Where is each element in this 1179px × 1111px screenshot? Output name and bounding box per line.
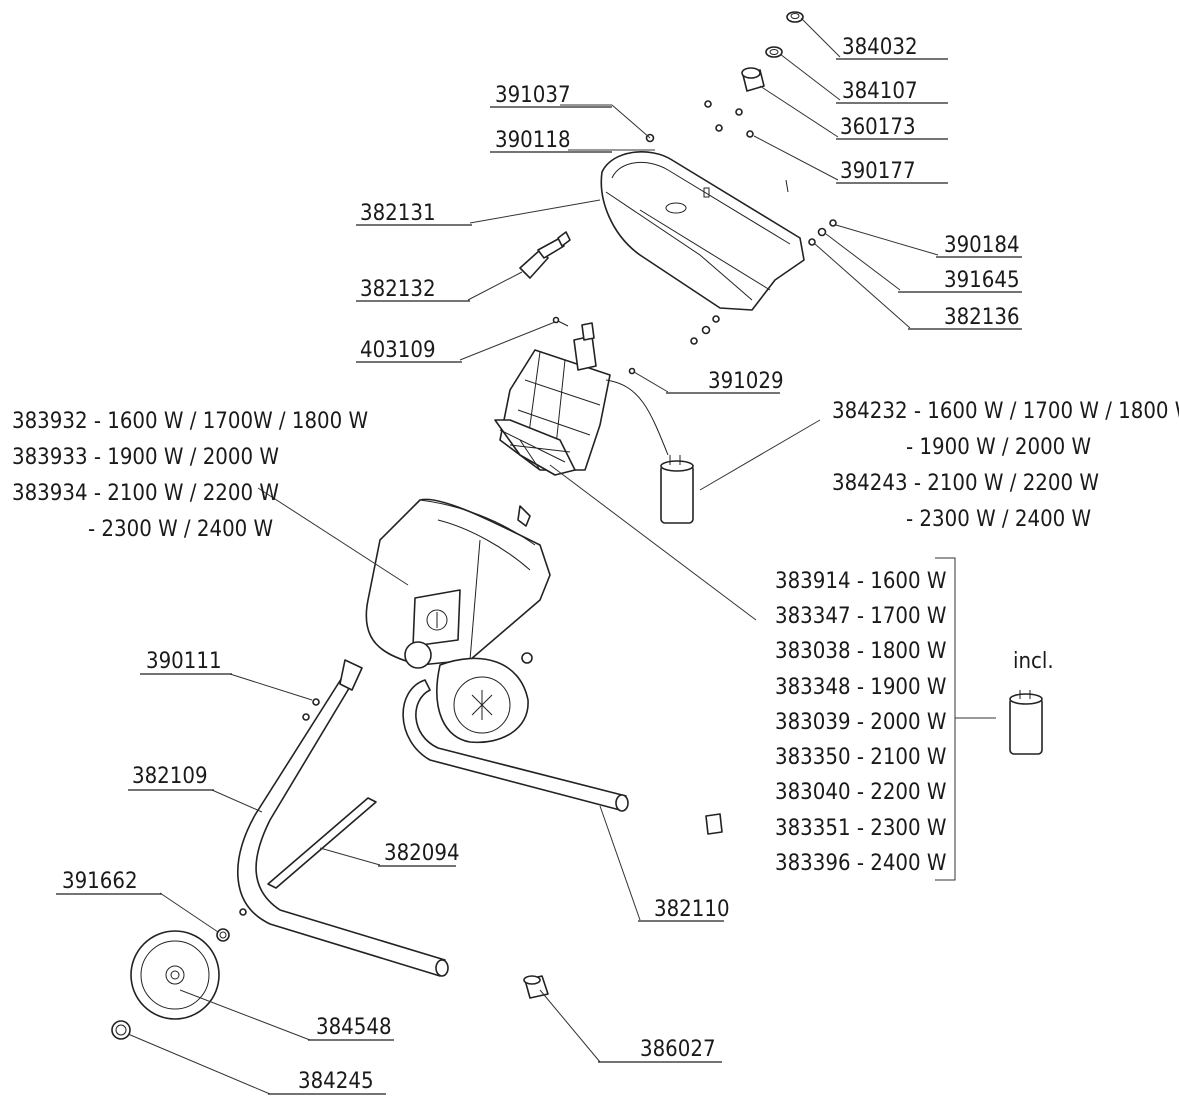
label-386027: 386027 — [598, 1037, 722, 1063]
capacitor-variant: 384232 - 1600 W / 1700 W / 1800 W — [832, 399, 1179, 424]
label-text: 391037 — [495, 83, 571, 108]
label-391645: 391645 — [898, 268, 1022, 293]
label-390184: 390184 — [936, 233, 1022, 258]
part-frame-tube-382110 — [402, 679, 629, 812]
label-text: 382136 — [944, 305, 1020, 330]
hopper-variant: 383932 - 1600 W / 1700W / 1800 W — [12, 409, 368, 434]
label-360173: 360173 — [836, 115, 948, 140]
label-text: 382132 — [360, 277, 436, 302]
label-391037: 391037 — [490, 83, 612, 108]
motor-variant: 383040 - 2200 W — [775, 780, 946, 805]
capacitor-variant-list: 384232 - 1600 W / 1700 W / 1800 W - 1900… — [832, 399, 1179, 532]
part-screws-390184-391645-382136 — [690, 219, 837, 345]
incl-label: incl. — [1013, 649, 1054, 674]
label-382136: 382136 — [908, 305, 1022, 330]
label-text: 390111 — [146, 649, 222, 674]
label-text: 386027 — [640, 1037, 716, 1062]
label-382094: 382094 — [378, 841, 460, 867]
part-washer-391662 — [216, 928, 230, 942]
label-text: 360173 — [840, 115, 916, 140]
label-text: 390118 — [495, 128, 571, 153]
motor-variant: 383351 - 2300 W — [775, 816, 946, 841]
label-text: 391645 — [944, 268, 1020, 293]
part-hopper-housing — [365, 498, 551, 669]
label-text: 391029 — [708, 369, 784, 394]
part-capacitor-included — [1009, 690, 1043, 755]
motor-variant: 383347 - 1700 W — [775, 604, 946, 629]
motor-variant: 383350 - 2100 W — [775, 745, 946, 770]
label-382132: 382132 — [356, 277, 470, 302]
label-text: 384032 — [842, 35, 918, 60]
hopper-variant-list: 383932 - 1600 W / 1700W / 1800 W 383933 … — [12, 409, 368, 542]
label-text: 391662 — [62, 869, 138, 894]
label-text: 390184 — [944, 233, 1020, 258]
capacitor-variant: - 2300 W / 2400 W — [906, 507, 1091, 532]
part-shaft-382132 — [519, 231, 571, 279]
hopper-variant: - 2300 W / 2400 W — [88, 517, 273, 542]
capacitor-variant: - 1900 W / 2000 W — [906, 435, 1091, 460]
part-screws-motor — [517, 505, 531, 527]
label-text: 382110 — [654, 897, 730, 922]
motor-variant-list: 383914 - 1600 W 383347 - 1700 W 383038 -… — [775, 569, 946, 876]
part-cover-382131 — [600, 151, 805, 311]
motor-variant: 383914 - 1600 W — [775, 569, 946, 594]
hopper-variant: 383933 - 1900 W / 2000 W — [12, 445, 279, 470]
part-bushing-360173 — [741, 67, 765, 92]
part-washer-384107 — [765, 46, 783, 58]
label-391662: 391662 — [56, 869, 162, 895]
capacitor-variant: 384243 - 2100 W / 2200 W — [832, 471, 1099, 496]
part-capacitor — [660, 455, 694, 524]
label-text: 384245 — [298, 1069, 374, 1094]
part-wire-391029 — [605, 367, 669, 456]
label-text: 384107 — [842, 79, 918, 104]
label-384107: 384107 — [836, 79, 948, 104]
label-403109: 403109 — [356, 338, 462, 363]
part-rod-382094 — [267, 797, 377, 889]
label-384245: 384245 — [268, 1069, 386, 1095]
motor-variant: 383038 - 1800 W — [775, 639, 946, 664]
label-text: 382131 — [360, 201, 436, 226]
motor-variant: 383396 - 2400 W — [775, 851, 946, 876]
part-handle-382109 — [237, 659, 449, 977]
label-text: 403109 — [360, 338, 436, 363]
part-cap-384245 — [111, 1020, 131, 1040]
part-pin-403109 — [552, 316, 569, 327]
label-text: 384548 — [316, 1015, 392, 1040]
label-382131: 382131 — [356, 201, 472, 226]
part-motor — [494, 322, 611, 476]
label-391029: 391029 — [666, 369, 784, 394]
label-text: 382109 — [132, 764, 208, 789]
hopper-variant: 383934 - 2100 W / 2200 W — [12, 481, 279, 506]
label-390118: 390118 — [490, 128, 612, 153]
label-390111: 390111 — [140, 649, 232, 675]
leader-lines — [127, 17, 996, 1095]
label-384548: 384548 — [308, 1015, 394, 1041]
label-382110: 382110 — [638, 897, 730, 922]
label-text: 390177 — [840, 159, 916, 184]
part-cap-right — [705, 813, 723, 835]
label-text: 382094 — [384, 841, 460, 866]
motor-variant: 383348 - 1900 W — [775, 675, 946, 700]
label-390177: 390177 — [836, 159, 948, 184]
part-wheel-384548 — [130, 930, 220, 1020]
motor-variant: 383039 - 2000 W — [775, 710, 946, 735]
part-support-ring — [436, 652, 533, 744]
label-382109: 382109 — [128, 764, 214, 791]
label-384032: 384032 — [836, 35, 948, 60]
part-cap-384032 — [786, 11, 804, 23]
part-screws-390177 — [704, 100, 789, 193]
